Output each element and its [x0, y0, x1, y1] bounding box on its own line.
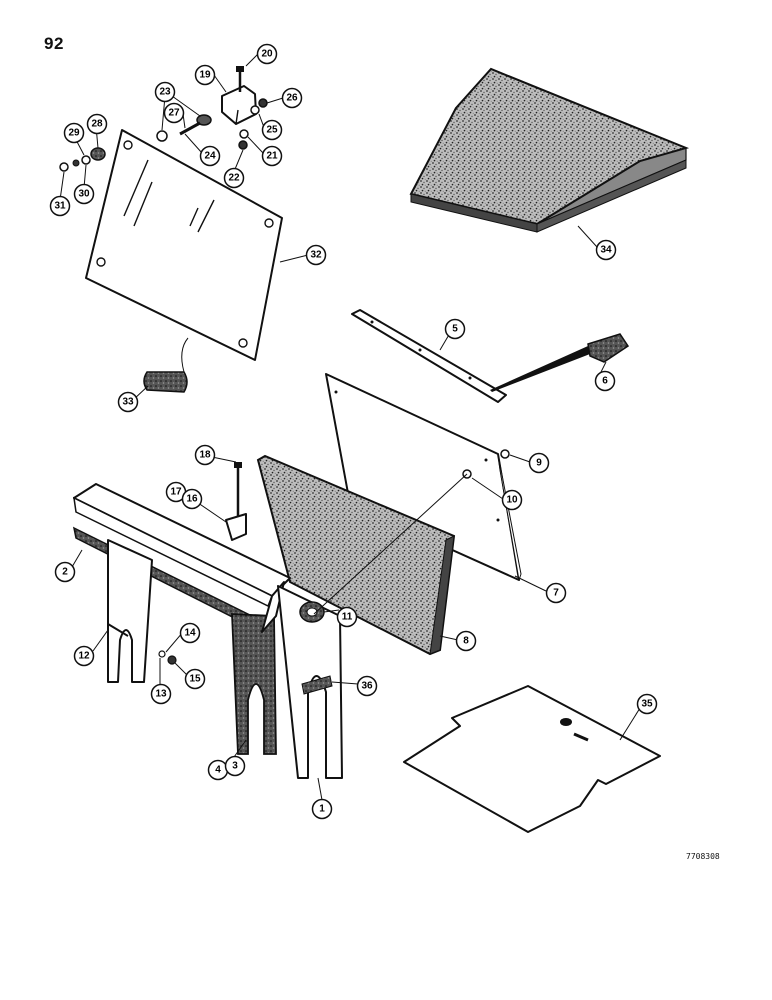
callout-label: 32 [310, 250, 322, 261]
callout-label: 14 [184, 628, 196, 639]
callout-2: 2 [54, 561, 76, 583]
callout-label: 27 [168, 108, 180, 119]
callout-label: 9 [536, 458, 542, 469]
callout-23: 23 [154, 81, 176, 103]
callout-label: 4 [215, 765, 221, 776]
callout-31: 31 [49, 195, 71, 217]
callout-1: 1 [311, 798, 333, 820]
part-33-grip [143, 337, 189, 393]
callout-label: 19 [199, 70, 211, 81]
callout-20: 20 [256, 43, 278, 65]
callout-26: 26 [281, 87, 303, 109]
callout-label: 22 [228, 173, 240, 184]
callout-label: 20 [261, 49, 273, 60]
part-16-angle-bracket [225, 462, 247, 541]
callout-label: 1 [319, 804, 325, 815]
callout-9: 9 [528, 452, 550, 474]
callout-14: 14 [179, 622, 201, 644]
callout-25: 25 [261, 119, 283, 141]
part-8-insulation-pad [256, 454, 456, 656]
callout-label: 13 [155, 689, 167, 700]
callout-label: 34 [600, 245, 612, 256]
callout-label: 12 [78, 651, 90, 662]
callout-22: 22 [223, 167, 245, 189]
part-34-foam-pad [409, 67, 690, 233]
callout-label: 7 [553, 588, 559, 599]
callout-group: 20 19 26 23 27 25 28 29 24 21 22 30 31 3… [49, 43, 658, 820]
callout-27: 27 [163, 102, 185, 124]
callout-label: 25 [266, 125, 278, 136]
callout-label: 31 [54, 201, 66, 212]
part-5-seal-strip [351, 309, 507, 403]
callout-label: 11 [342, 612, 353, 623]
callout-18: 18 [194, 444, 216, 466]
callout-8: 8 [455, 630, 477, 652]
callout-5: 5 [444, 318, 466, 340]
callout-28: 28 [86, 113, 108, 135]
callout-13: 13 [150, 683, 172, 705]
callout-33: 33 [117, 391, 139, 413]
callout-21: 21 [261, 145, 283, 167]
callout-label: 36 [361, 681, 373, 692]
callout-label: 6 [602, 376, 608, 387]
callout-15: 15 [184, 668, 206, 690]
drawing-code: 7708308 [686, 852, 720, 861]
callout-label: 2 [62, 567, 68, 578]
callout-label: 29 [68, 128, 80, 139]
callout-24: 24 [199, 145, 221, 167]
page-number: 92 [44, 34, 64, 53]
part-6-clip [490, 333, 630, 392]
callout-34: 34 [595, 239, 617, 261]
callout-label: 8 [463, 636, 469, 647]
callout-30: 30 [73, 183, 95, 205]
callout-label: 18 [199, 450, 211, 461]
part-35-floor-mat [403, 685, 661, 833]
callout-12: 12 [73, 645, 95, 667]
callout-label: 26 [286, 93, 298, 104]
callout-3: 3 [224, 755, 246, 777]
callout-label: 15 [189, 674, 201, 685]
callout-7: 7 [545, 582, 567, 604]
callout-32: 32 [305, 244, 327, 266]
callout-35: 35 [636, 693, 658, 715]
small-hardware [107, 449, 510, 665]
callout-29: 29 [63, 122, 85, 144]
callout-6: 6 [594, 370, 616, 392]
callout-label: 5 [452, 324, 458, 335]
callout-label: 30 [78, 189, 90, 200]
callout-11: 11 [336, 606, 358, 628]
callout-label: 35 [641, 699, 653, 710]
callout-36: 36 [356, 675, 378, 697]
callout-label: 21 [266, 151, 278, 162]
callout-label: 23 [159, 87, 171, 98]
callout-label: 33 [122, 397, 134, 408]
part-32-glass-panel [85, 129, 283, 361]
callout-label: 10 [506, 495, 518, 506]
callout-label: 24 [204, 151, 216, 162]
callout-19: 19 [194, 64, 216, 86]
callout-label: 28 [91, 119, 103, 130]
callout-4: 4 [207, 759, 229, 781]
callout-label: 3 [232, 761, 238, 772]
part-2-seat-frame [72, 483, 291, 755]
callout-16: 16 [181, 488, 203, 510]
callout-label: 17 [170, 487, 182, 498]
callout-label: 16 [186, 494, 198, 505]
part-7-back-panel [325, 373, 522, 581]
callout-10: 10 [501, 489, 523, 511]
